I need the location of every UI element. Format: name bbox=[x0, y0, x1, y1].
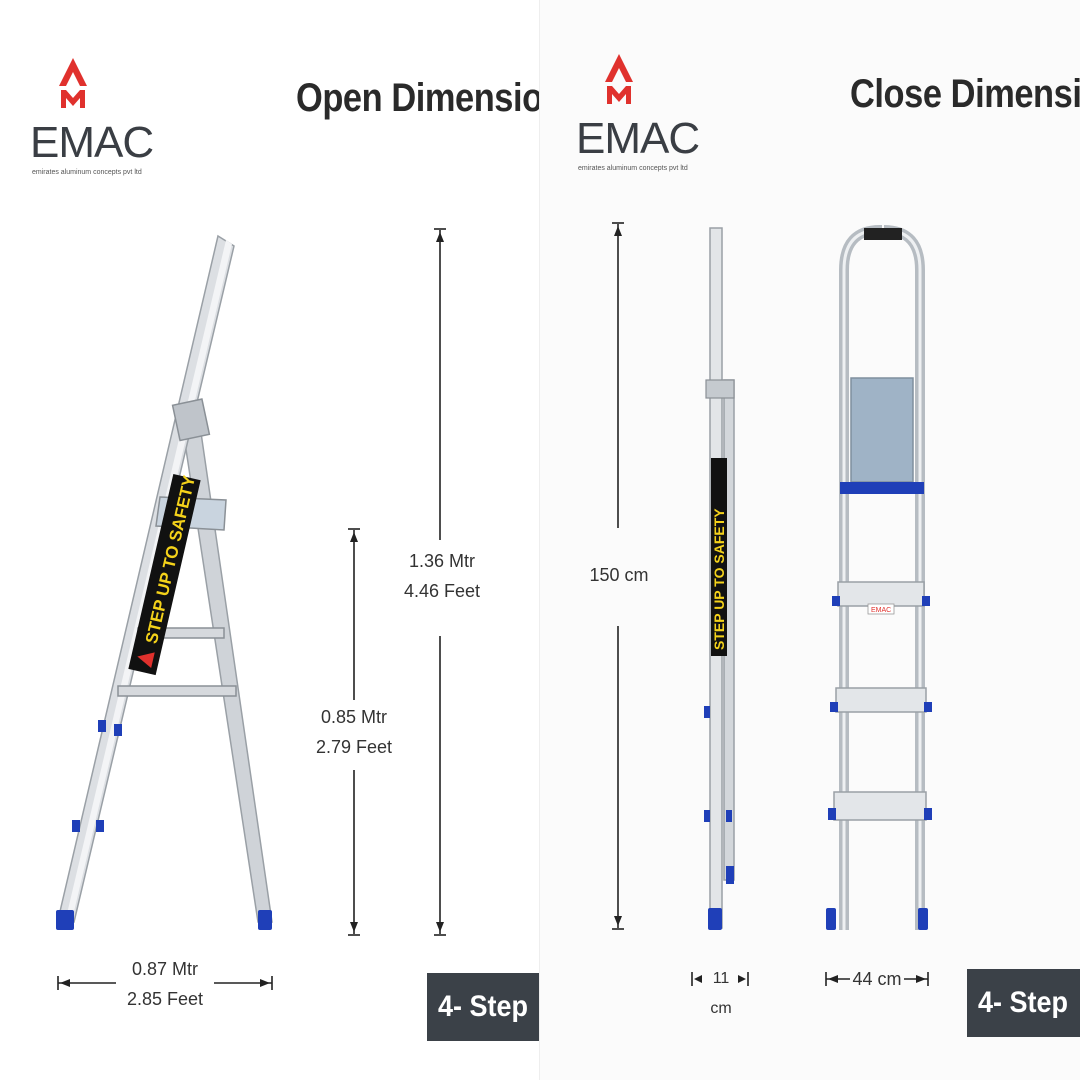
step-count-badge: 4- Step bbox=[427, 973, 539, 1041]
open-ladder-illustration: STEP UP TO SAFETY bbox=[56, 228, 446, 990]
safety-sticker-text: STEP UP TO SAFETY bbox=[711, 508, 727, 650]
closed-width-arrow bbox=[825, 972, 929, 986]
emac-logo: EMAC emirates aluminum concepts pvt ltd bbox=[576, 52, 700, 182]
width-arrow bbox=[57, 976, 273, 990]
closed-ladder-illustration: STEP UP TO SAFETY EMAC bbox=[612, 222, 932, 986]
emac-logo-mark-icon bbox=[605, 54, 633, 104]
back-foot-icon bbox=[258, 910, 272, 930]
emac-logo: EMAC emirates aluminum concepts pvt ltd bbox=[30, 56, 154, 186]
logo-tagline: emirates aluminum concepts pvt ltd bbox=[578, 165, 688, 172]
step-height-label: 0.85 Mtr 2.79 Feet bbox=[315, 707, 393, 757]
total-height-label: 1.36 Mtr 4.46 Feet bbox=[403, 551, 481, 601]
close-dimension-panel: EMAC emirates aluminum concepts pvt ltd … bbox=[540, 0, 1080, 1080]
page-title: Open Dimension bbox=[296, 76, 564, 120]
emac-logo-mark-icon bbox=[59, 58, 87, 108]
total-height-arrow bbox=[434, 228, 446, 936]
closed-width-label: 44 cm bbox=[852, 969, 902, 989]
step-height-arrow bbox=[348, 528, 360, 936]
width-label: 0.87 Mtr 2.85 Feet bbox=[126, 959, 204, 1009]
logo-brand-text: EMAC bbox=[30, 118, 154, 167]
step-logo-text: EMAC bbox=[871, 607, 891, 614]
logo-brand-text: EMAC bbox=[576, 114, 700, 163]
logo-tagline: emirates aluminum concepts pvt ltd bbox=[32, 169, 142, 176]
front-foot-icon bbox=[56, 910, 74, 930]
side-foot-icon bbox=[708, 908, 722, 930]
closed-height-label: 150 cm bbox=[589, 565, 649, 585]
depth-label: 11 cm bbox=[710, 970, 732, 1017]
page-title: Close Dimension bbox=[850, 72, 1080, 116]
front-left-foot-icon bbox=[826, 908, 836, 930]
step-count-badge: 4- Step bbox=[967, 969, 1080, 1037]
open-dimension-panel: EMAC emirates aluminum concepts pvt ltd … bbox=[30, 56, 564, 1041]
closed-height-arrow bbox=[612, 222, 624, 930]
front-right-foot-icon bbox=[918, 908, 928, 930]
depth-arrow bbox=[691, 972, 749, 986]
